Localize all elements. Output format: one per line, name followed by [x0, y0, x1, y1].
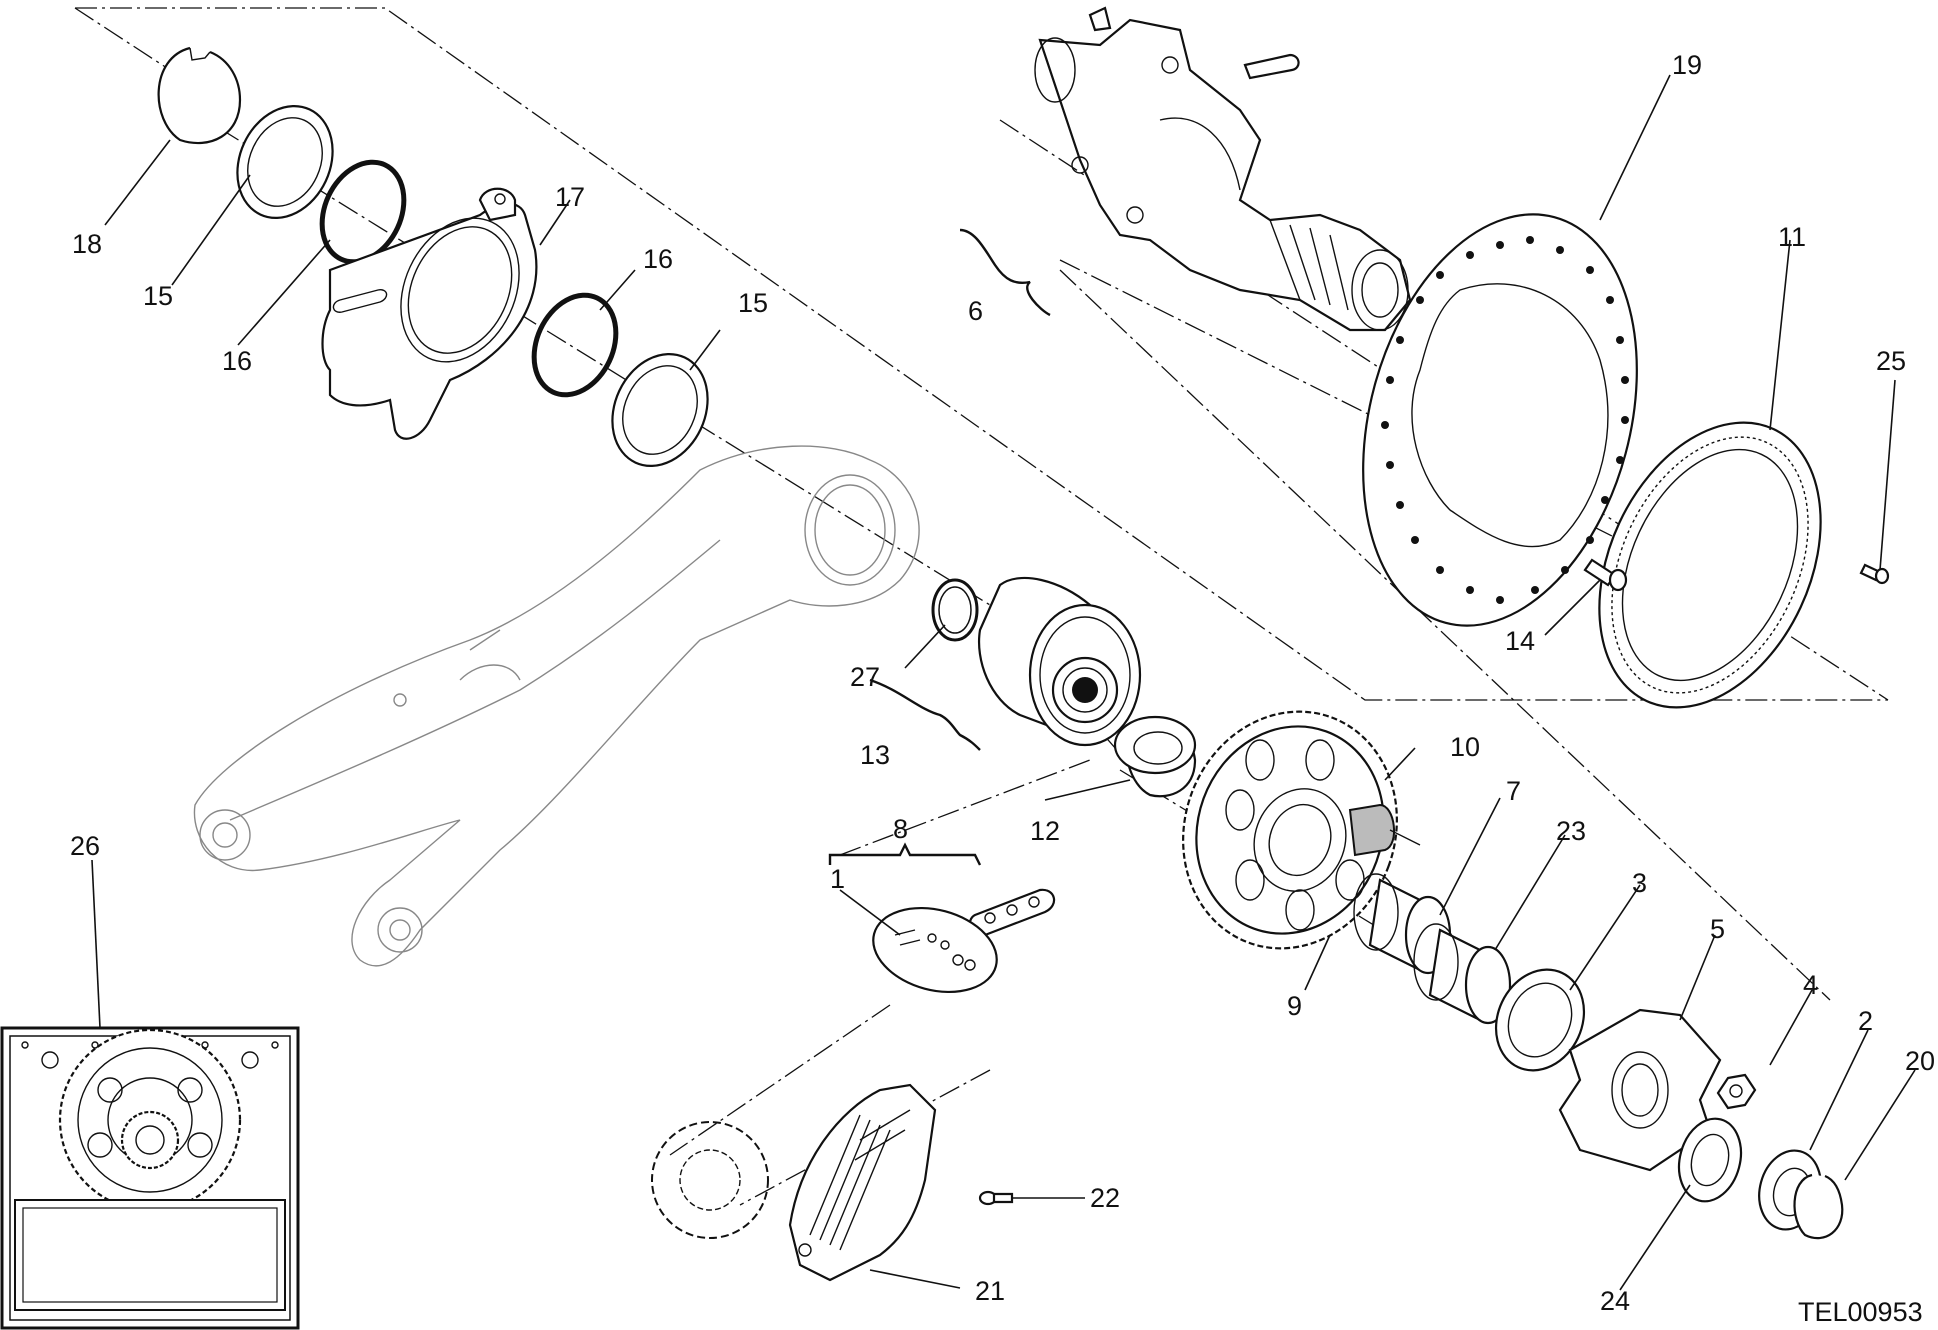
callout-10: 10: [1450, 732, 1480, 762]
leader-lines: [91, 74, 1916, 1291]
seal-ring-15a: [236, 104, 334, 220]
screw-14: [1583, 558, 1628, 592]
brake-disc-19: [1362, 213, 1638, 627]
callout-18: 18: [72, 229, 102, 259]
drawing-code: TEL00953: [1798, 1297, 1923, 1327]
o-ring-16b: [531, 292, 619, 398]
callout-19: 19: [1672, 50, 1702, 80]
o-ring-16a: [319, 159, 407, 265]
brace-13: [869, 678, 981, 751]
caliper-bracket-17: [321, 187, 538, 440]
rear-shaft-6: [1034, 6, 1412, 332]
callout-11: 11: [1778, 222, 1806, 252]
seal-ring-3: [1494, 968, 1586, 1072]
screw-25: [1859, 563, 1890, 585]
sprocket-cover-21: [788, 1083, 937, 1282]
callout-4: 4: [1803, 970, 1818, 1000]
eccentric-hub-13: [978, 576, 1142, 747]
callout-3: 3: [1632, 868, 1647, 898]
callout-15: 15: [143, 281, 173, 311]
callout-24: 24: [1600, 1286, 1630, 1316]
callout-22: 22: [1090, 1183, 1120, 1213]
front-sprocket-ghost: [651, 1121, 769, 1239]
callout-6: 6: [968, 296, 983, 326]
rear-sprocket-10: [1182, 710, 1398, 950]
callout-16-b: 16: [643, 244, 673, 274]
sprocket-kit-inset-26: [0, 1026, 300, 1330]
callout-12: 12: [1030, 816, 1060, 846]
callout-20: 20: [1905, 1046, 1935, 1076]
callout-21: 21: [975, 1276, 1005, 1306]
circlip-18: [157, 46, 242, 145]
callout-1: 1: [830, 864, 845, 894]
callout-2: 2: [1858, 1006, 1873, 1036]
disc-holes: [1381, 236, 1629, 604]
spacer-7: [1353, 873, 1452, 975]
chain-clip-kit-1: [872, 906, 998, 994]
seal-ring-15b: [611, 352, 709, 468]
washer-24: [1677, 1117, 1743, 1203]
callout-16: 16: [222, 346, 252, 376]
callout-labels: 18 15 16 17 16 15 6 19 11 25 14 27 13 12…: [70, 50, 1935, 1316]
nut-4: [1716, 1073, 1757, 1110]
screw-22: [978, 1190, 1014, 1206]
spacer-12: [1113, 715, 1197, 798]
brace-8: [828, 842, 982, 866]
callout-25: 25: [1876, 346, 1906, 376]
callout-13: 13: [860, 740, 890, 770]
tone-wheel-11: [1598, 421, 1822, 709]
callout-23: 23: [1556, 816, 1586, 846]
callout-27: 27: [850, 662, 880, 692]
callout-8: 8: [893, 814, 908, 844]
callout-26: 26: [70, 831, 100, 861]
callout-9: 9: [1287, 991, 1302, 1021]
brace-6: [959, 228, 1051, 317]
callout-15-b: 15: [738, 288, 768, 318]
swingarm-ghost: [193, 445, 920, 967]
circlip-20: [1793, 1173, 1844, 1240]
callout-5: 5: [1710, 914, 1725, 944]
spacer-23: [1413, 923, 1512, 1025]
chain-link-8: [968, 888, 1056, 937]
cush-bolt: [1348, 803, 1421, 857]
callout-7: 7: [1506, 776, 1521, 806]
callout-17: 17: [555, 182, 585, 212]
callout-14: 14: [1505, 626, 1535, 656]
